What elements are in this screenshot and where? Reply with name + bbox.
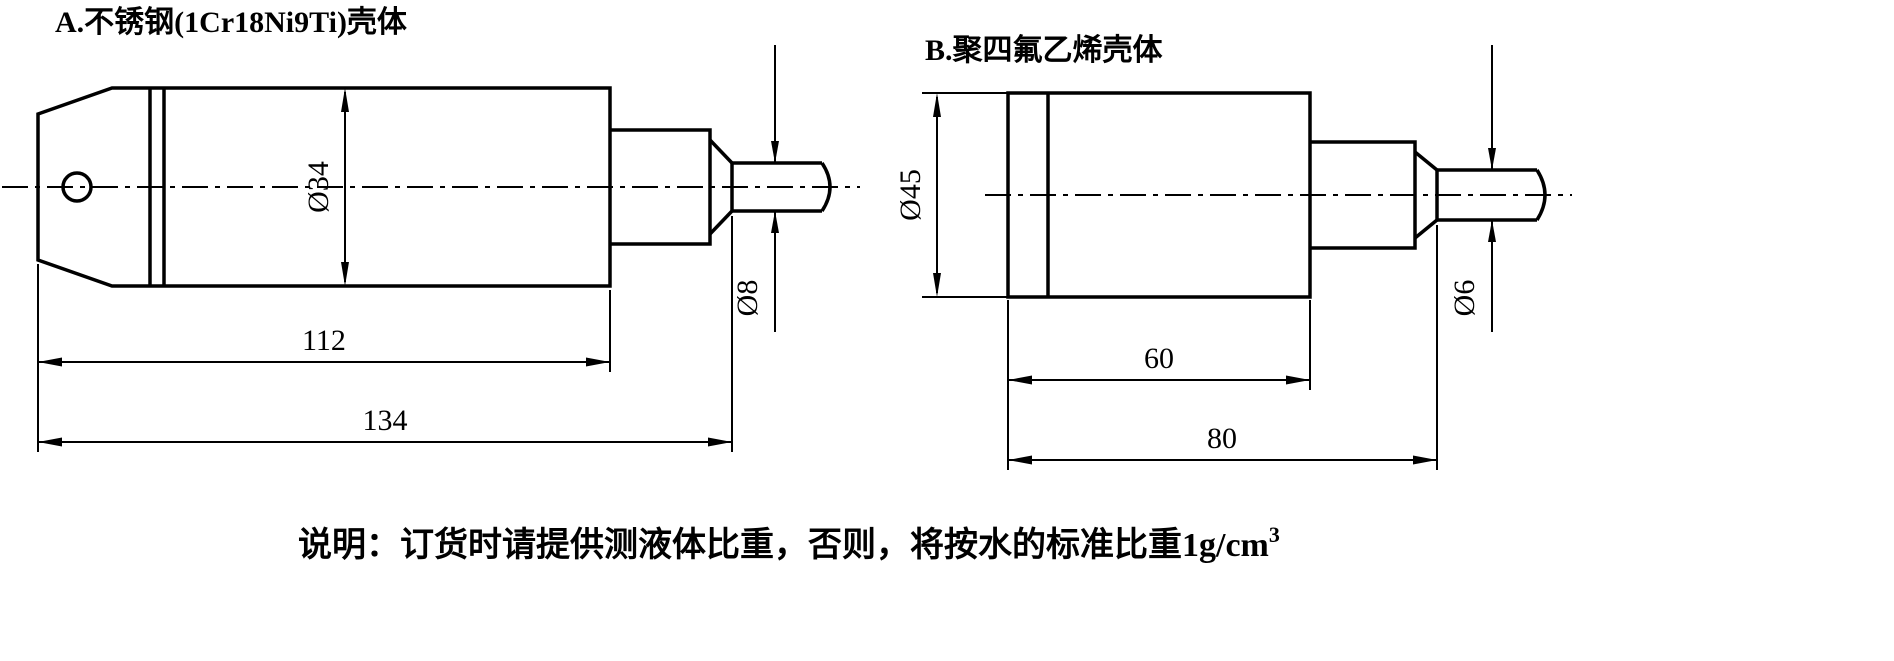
arrow-right xyxy=(708,437,732,447)
arrow-up xyxy=(1488,220,1496,242)
gland-a xyxy=(610,128,712,246)
arrow-up xyxy=(341,88,349,112)
cable-b xyxy=(1437,168,1547,222)
arrow-down xyxy=(1488,148,1496,170)
drawing-a: A.不锈钢(1Cr18Ni9Ti)壳体 Ø34 xyxy=(2,6,860,452)
arrow-left xyxy=(38,437,62,447)
arrow-left xyxy=(1008,455,1032,465)
dim-a-total-length: 134 xyxy=(38,216,733,452)
dim-a-body-diameter: Ø34 xyxy=(302,88,349,286)
drawing-b-title: B.聚四氟乙烯壳体 xyxy=(925,34,1164,67)
dim-a-total-length-label: 134 xyxy=(363,404,408,437)
cable-a xyxy=(732,161,832,213)
arrow-left xyxy=(38,357,62,367)
drawing-b: B.聚四氟乙烯壳体 Ø45 xyxy=(894,34,1572,470)
dim-b-cable-diameter: Ø6 xyxy=(1448,45,1496,332)
dim-a-cable-diameter-label: Ø8 xyxy=(731,280,764,317)
order-note-text: 说明：订货时请提供测液体比重，否则，将按水的标准比重1g/cm xyxy=(298,526,1269,564)
drawing-a-title: A.不锈钢(1Cr18Ni9Ti)壳体 xyxy=(55,6,408,39)
body-a-hole xyxy=(61,171,93,203)
arrow-right xyxy=(586,357,610,367)
taper-b xyxy=(1413,150,1439,240)
arrow-down xyxy=(771,141,779,163)
arrow-right xyxy=(1413,455,1437,465)
gland-b xyxy=(1310,140,1417,250)
body-a-outline xyxy=(36,86,612,288)
dim-b-body-length-label: 60 xyxy=(1144,342,1174,375)
dim-a-cable-diameter: Ø8 xyxy=(731,45,779,332)
dim-b-cable-diameter-label: Ø6 xyxy=(1448,280,1481,317)
dim-a-body-length-label: 112 xyxy=(302,324,346,357)
cable-b-end-arc xyxy=(1535,169,1547,221)
arrow-up xyxy=(933,93,941,117)
order-note-superscript: 3 xyxy=(1269,522,1280,547)
dim-b-total-length: 80 xyxy=(1008,225,1438,470)
dim-a-body-diameter-label: Ø34 xyxy=(302,161,335,213)
order-note: 说明：订货时请提供测液体比重，否则，将按水的标准比重1g/cm3 xyxy=(298,522,1280,564)
arrow-down xyxy=(933,273,941,297)
arrow-right xyxy=(1286,375,1310,385)
arrow-down xyxy=(341,262,349,286)
dim-b-body-length: 60 xyxy=(1007,300,1311,470)
arrow-left xyxy=(1008,375,1032,385)
cable-a-end-arc xyxy=(820,162,832,212)
dim-b-body-diameter: Ø45 xyxy=(894,92,1008,298)
dim-a-body-length: 112 xyxy=(37,264,611,452)
body-b-outline xyxy=(1006,91,1312,299)
taper-a xyxy=(708,138,734,236)
dim-b-total-length-label: 80 xyxy=(1207,422,1237,455)
arrow-up xyxy=(771,211,779,233)
dim-b-body-diameter-label: Ø45 xyxy=(894,169,927,221)
